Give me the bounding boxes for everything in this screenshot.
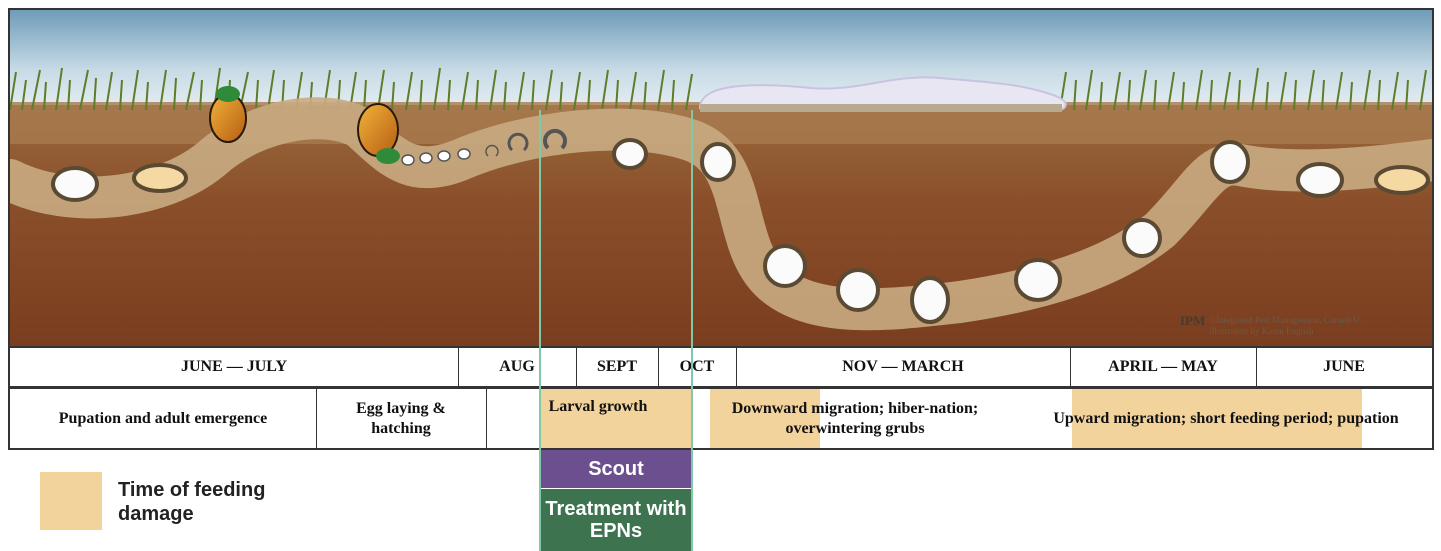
month-april-may: APRIL — MAY (1070, 348, 1256, 386)
month-oct: OCT (658, 348, 736, 386)
scout-box: Scout (541, 450, 691, 488)
month-aug: AUG (458, 348, 576, 386)
stage-egg-laying: Egg laying & hatching (316, 389, 486, 448)
soil-illustration: IPM ©Integrated Pest Management, Cornell … (8, 8, 1434, 348)
month-nov-march: NOV — MARCH (736, 348, 1070, 386)
treatment-box: Treatment with EPNs (541, 489, 691, 551)
stage-row: Pupation and adult emergence Egg laying … (8, 388, 1434, 450)
illustration-credit: IPM ©Integrated Pest Management, Cornell … (1180, 315, 1362, 337)
month-june-july: JUNE — JULY (10, 348, 458, 386)
stage-downward-migration: Downward migration; hiber-nation; overwi… (710, 389, 1000, 448)
stage-pupation-emergence: Pupation and adult emergence (10, 389, 316, 448)
month-sept: SEPT (576, 348, 658, 386)
legend-label: Time of feeding damage (118, 478, 318, 526)
credit-line-1: ©Integrated Pest Management, Cornell U. (1209, 315, 1361, 325)
stage-upward-migration: Upward migration; short feeding period; … (1020, 389, 1432, 448)
legend-swatch (40, 472, 102, 530)
credit-line-2: illustration by Karen English (1209, 326, 1313, 336)
month-june: JUNE (1256, 348, 1432, 386)
month-row: JUNE — JULY AUG SEPT OCT NOV — MARCH APR… (8, 348, 1434, 388)
ipm-logo: IPM (1180, 315, 1205, 326)
scout-window-left-line (539, 110, 541, 551)
stage-larval-growth: Larval growth (486, 389, 710, 448)
scout-window-right-line (691, 110, 693, 551)
